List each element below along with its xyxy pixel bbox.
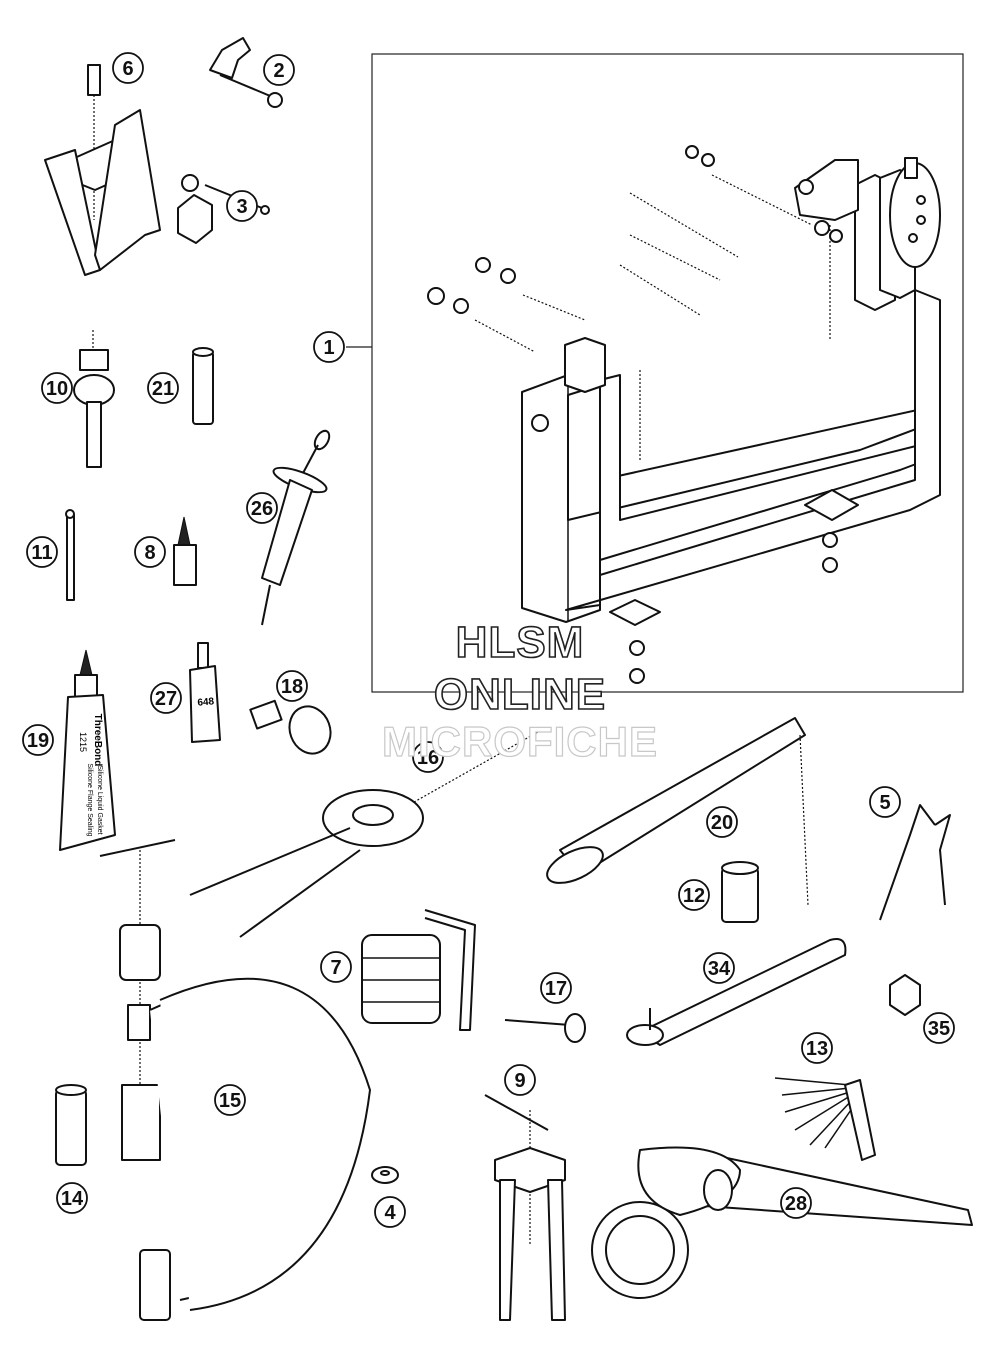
chain-wrench-drawing xyxy=(546,717,809,906)
callout-7: 7 xyxy=(320,951,352,983)
callout-2: 2 xyxy=(263,54,295,86)
callout-13-text: 13 xyxy=(806,1038,828,1060)
pin-11-drawing xyxy=(65,509,75,601)
callout-20: 20 xyxy=(706,806,738,838)
callout-21-text: 21 xyxy=(152,378,174,400)
callout-16-text: 16 xyxy=(417,747,439,769)
callout-20-text: 20 xyxy=(711,812,733,834)
callout-17: 17 xyxy=(540,972,572,1004)
callout-18: 18 xyxy=(276,670,308,702)
callout-8-text: 8 xyxy=(144,542,155,564)
sleeve-21-drawing xyxy=(192,347,214,425)
engine-stand-frame-box xyxy=(371,53,964,693)
callout-11-text: 11 xyxy=(31,542,52,564)
bottle-8-drawing xyxy=(173,516,197,586)
tool-18-drawing xyxy=(249,699,332,755)
callout-26: 26 xyxy=(246,492,278,524)
callout-9-text: 9 xyxy=(514,1070,525,1092)
callout-26-text: 26 xyxy=(251,498,273,520)
callout-14: 14 xyxy=(56,1182,88,1214)
watermark-line-2: ONLINE xyxy=(433,669,607,720)
tube-brand-label: ThreeBond xyxy=(92,714,103,767)
callout-3-text: 3 xyxy=(236,196,247,218)
universal-puller-drawing xyxy=(44,64,161,276)
callout-5-text: 5 xyxy=(879,792,890,814)
threebond-tube-drawing: ThreeBond 1215 Silicone Liquid Gasket Si… xyxy=(59,649,116,851)
bottle-27-drawing: 648 xyxy=(189,642,221,743)
callout-15: 15 xyxy=(214,1084,246,1116)
tube-text-2: Silicone Flange Sealing xyxy=(86,763,93,836)
valve-spring-compressor-drawing xyxy=(99,839,371,1321)
callout-10: 10 xyxy=(41,372,73,404)
callout-7-text: 7 xyxy=(330,957,341,979)
callout-28: 28 xyxy=(780,1187,812,1219)
callout-10-text: 10 xyxy=(46,378,68,400)
tube-text-1: Silicone Liquid Gasket xyxy=(96,765,103,834)
nut-35-drawing xyxy=(889,974,921,1016)
feeler-gauge-drawing xyxy=(774,1077,876,1161)
callout-6-text: 6 xyxy=(122,58,133,80)
callout-19-text: 19 xyxy=(27,730,49,752)
tube-number-label: 1215 xyxy=(78,732,88,752)
callout-27-text: 27 xyxy=(155,688,177,710)
tool-2-drawing xyxy=(209,37,283,108)
bottle-27-label: 648 xyxy=(197,696,215,708)
callout-34: 34 xyxy=(703,952,735,984)
washer-4-drawing xyxy=(371,1166,399,1184)
engine-stand-drawing xyxy=(427,145,941,684)
syringe-26-drawing xyxy=(261,429,331,626)
callout-34-text: 34 xyxy=(708,958,731,980)
callout-12: 12 xyxy=(678,879,710,911)
sleeve-12-drawing xyxy=(721,861,759,923)
watermark-line-1: HLSM xyxy=(455,617,585,668)
callout-5: 5 xyxy=(869,786,901,818)
callout-18-text: 18 xyxy=(281,676,303,698)
callout-9: 9 xyxy=(504,1064,536,1096)
callout-35: 35 xyxy=(923,1012,955,1044)
callout-11: 11 xyxy=(26,536,58,568)
adapter-14-drawing xyxy=(55,1084,87,1166)
callout-14-text: 14 xyxy=(61,1188,84,1210)
callout-19: 19 xyxy=(22,724,54,756)
callout-1: 1 xyxy=(313,331,345,363)
callout-12-text: 12 xyxy=(683,885,705,907)
callout-13: 13 xyxy=(801,1032,833,1064)
callout-6: 6 xyxy=(112,52,144,84)
slide-hammer-drawing xyxy=(73,330,115,468)
callout-8: 8 xyxy=(134,536,166,568)
circlip-pliers-drawing xyxy=(879,804,951,921)
tool-16-drawing xyxy=(189,727,546,938)
callout-35-text: 35 xyxy=(928,1018,950,1040)
clutch-holder-drawing xyxy=(591,1146,973,1299)
callout-3: 3 xyxy=(226,190,258,222)
callout-21: 21 xyxy=(147,372,179,404)
callout-1-text: 1 xyxy=(323,337,334,359)
callout-2-text: 2 xyxy=(273,60,284,82)
holding-wrench-34-drawing xyxy=(626,938,847,1046)
callout-4: 4 xyxy=(374,1196,406,1228)
ring-compressor-drawing xyxy=(361,909,476,1031)
callout-28-text: 28 xyxy=(785,1193,807,1215)
tool-3-drawing xyxy=(177,174,270,244)
callout-4-text: 4 xyxy=(384,1202,396,1224)
watermark-line-3: MICROFICHE xyxy=(381,717,658,765)
small-puller-drawing xyxy=(484,1094,566,1321)
callout-16: 16 xyxy=(412,741,444,773)
tool-17-drawing xyxy=(504,1013,586,1043)
callout-15-text: 15 xyxy=(219,1090,241,1112)
callout-27: 27 xyxy=(150,682,182,714)
callout-17-text: 17 xyxy=(545,978,567,1000)
